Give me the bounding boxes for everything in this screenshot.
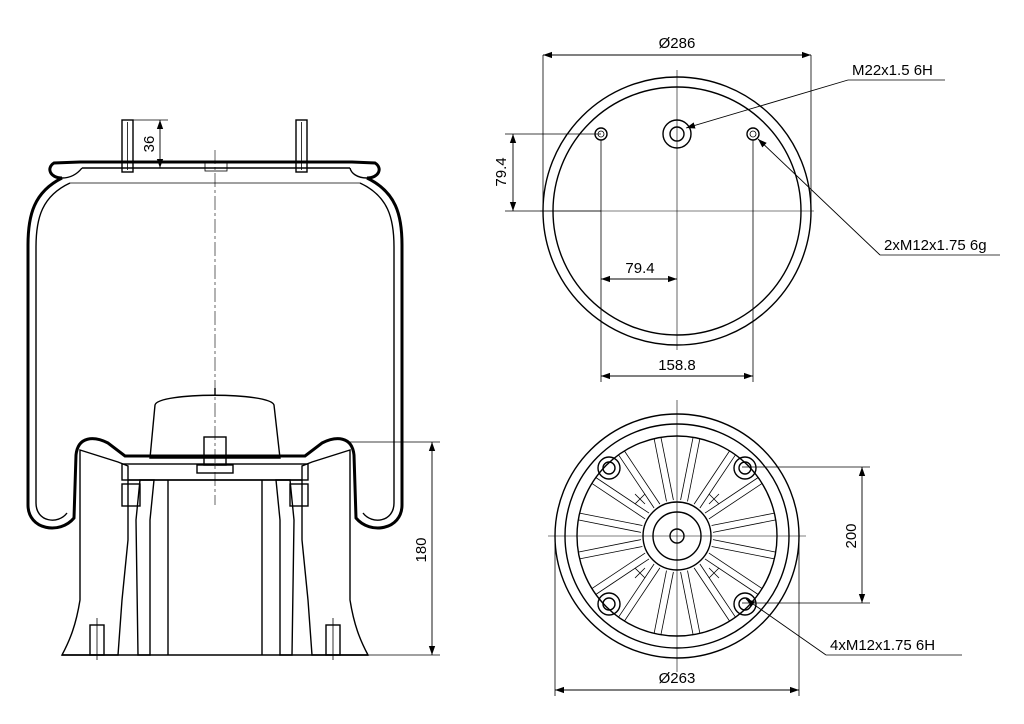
piston-rib-line bbox=[653, 570, 667, 634]
stud-height-dimension: 36 bbox=[133, 119, 168, 169]
piston-rib-line bbox=[699, 454, 736, 509]
bottom-bolts-label: 4xM12x1.75 6H bbox=[830, 637, 935, 654]
right-bolt-hole bbox=[746, 127, 760, 141]
top-bead-plate bbox=[48, 160, 381, 180]
piston-rib-line bbox=[693, 450, 730, 505]
bolt-boss bbox=[597, 456, 621, 480]
bolt-boss bbox=[733, 592, 757, 616]
piston-height-label: 180 bbox=[413, 537, 430, 562]
top-bolts-callout: 2xM12x1.75 6g bbox=[757, 138, 1000, 256]
bottom-diameter-dimension: Ø263 bbox=[554, 536, 800, 696]
piston-rib-line bbox=[711, 546, 775, 560]
bolt-boss bbox=[597, 592, 621, 616]
bottom-spacing-dimension: 200 bbox=[742, 466, 870, 604]
piston-rib-line bbox=[591, 483, 646, 520]
bolt-spacing-dimension: 158.8 bbox=[601, 357, 753, 380]
piston-rib-line bbox=[591, 552, 646, 589]
piston-rib-line bbox=[660, 571, 674, 635]
top-diameter-dimension: Ø286 bbox=[542, 35, 812, 211]
right-stud bbox=[295, 119, 308, 173]
piston-rib-line bbox=[699, 563, 736, 618]
locating-mark bbox=[708, 493, 720, 505]
piston-rib-line bbox=[624, 567, 661, 622]
piston-rib-line bbox=[653, 438, 667, 502]
top-bolts-label: 2xM12x1.75 6g bbox=[884, 237, 987, 254]
piston-rib-line bbox=[708, 552, 763, 589]
bolt-spacing-label: 158.8 bbox=[658, 357, 696, 374]
piston-rib-line bbox=[687, 438, 701, 502]
piston-bolt-bosses bbox=[597, 456, 757, 616]
piston-ribs bbox=[578, 437, 776, 635]
piston-rib-line bbox=[711, 512, 775, 526]
horizontal-offset-label: 79.4 bbox=[625, 260, 654, 277]
bellows bbox=[26, 176, 404, 530]
piston-rib-line bbox=[680, 571, 694, 635]
piston-rib-line bbox=[595, 477, 650, 514]
top-diameter-label: Ø286 bbox=[659, 35, 696, 52]
piston-height-dimension: 180 bbox=[350, 441, 440, 656]
horizontal-offset-dimension: 79.4 bbox=[600, 140, 754, 382]
stud-height-label: 36 bbox=[141, 136, 158, 153]
piston-rib-line bbox=[618, 563, 655, 618]
piston-left-wall bbox=[60, 449, 129, 656]
piston-rib-line bbox=[680, 437, 694, 501]
bottom-diameter-label: Ø263 bbox=[659, 670, 696, 687]
vertical-offset-label: 79.4 bbox=[493, 157, 510, 186]
bump-stop bbox=[149, 394, 281, 459]
bolt-boss bbox=[602, 461, 616, 475]
left-stud bbox=[121, 119, 134, 173]
top-view bbox=[540, 70, 814, 350]
vertical-offset-dimension: 79.4 bbox=[493, 133, 601, 212]
center-thread-hole bbox=[662, 119, 692, 149]
piston-rib-line bbox=[578, 539, 642, 553]
locating-mark bbox=[634, 493, 646, 505]
piston-rib-line bbox=[704, 558, 759, 595]
piston-right-wall bbox=[301, 449, 370, 656]
piston-rib-line bbox=[693, 567, 730, 622]
bottom-bolts-callout: 4xM12x1.75 6H bbox=[745, 598, 962, 656]
piston-rib-line bbox=[624, 450, 661, 505]
bottom-spacing-label: 200 bbox=[843, 523, 860, 548]
piston-rib-line bbox=[708, 483, 763, 520]
piston-rib-line bbox=[687, 570, 701, 634]
piston-rib-line bbox=[578, 519, 642, 533]
bottom-view bbox=[548, 400, 806, 672]
piston-rib-line bbox=[704, 477, 759, 514]
side-view bbox=[26, 119, 404, 660]
bolt-boss bbox=[738, 597, 752, 611]
bolt-boss bbox=[738, 461, 752, 475]
locating-mark bbox=[708, 567, 720, 579]
piston-rib-line bbox=[595, 558, 650, 595]
piston-rib-line bbox=[579, 512, 643, 526]
piston-rib-line bbox=[660, 437, 674, 501]
piston-rib-line bbox=[618, 454, 655, 509]
top-thread-callout: M22x1.5 6H bbox=[685, 62, 945, 129]
bolt-boss bbox=[733, 456, 757, 480]
top-thread-label: M22x1.5 6H bbox=[852, 62, 933, 79]
piston-rib-line bbox=[579, 546, 643, 560]
bolt-boss bbox=[602, 597, 616, 611]
piston-rib-line bbox=[712, 519, 776, 533]
locating-mark bbox=[634, 567, 646, 579]
piston-rib-line bbox=[712, 539, 776, 553]
